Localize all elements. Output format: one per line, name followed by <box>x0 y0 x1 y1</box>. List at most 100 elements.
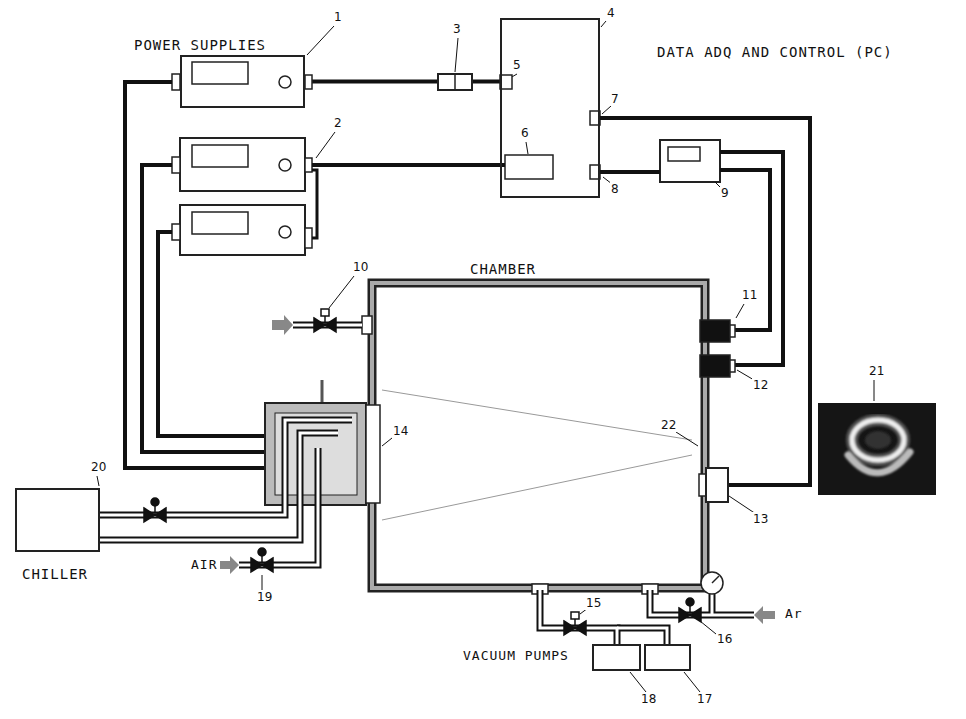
callout-number: 13 <box>752 512 769 526</box>
pressure-gauge <box>701 572 723 594</box>
connector <box>305 158 312 172</box>
callout-number: 17 <box>696 692 713 706</box>
callout-number: 19 <box>256 590 273 604</box>
inlet-arrows <box>220 315 775 624</box>
wire <box>600 170 660 174</box>
wire <box>720 152 783 365</box>
inline-connector <box>438 74 472 90</box>
cable-connectors <box>305 74 512 90</box>
callout-number: 4 <box>606 6 616 20</box>
chamber-wall <box>372 283 705 588</box>
wire <box>125 82 265 468</box>
connector <box>305 228 312 248</box>
pipe <box>100 433 338 540</box>
pipe <box>540 590 617 645</box>
wall-inner <box>372 283 705 588</box>
leader-lines <box>97 21 874 692</box>
flange <box>362 316 372 334</box>
controller-unit <box>660 140 720 182</box>
callout-number: 7 <box>610 92 620 106</box>
pipe <box>540 590 617 645</box>
display-window <box>192 212 248 234</box>
power-supply-unit <box>172 205 312 255</box>
valve-symbol <box>679 598 701 622</box>
pipe-inner <box>100 325 754 645</box>
callout-number: 10 <box>352 260 369 274</box>
chamber-ports <box>362 316 735 594</box>
callout-number: 15 <box>585 596 602 610</box>
callout-number: 9 <box>720 186 730 200</box>
camera <box>699 468 728 502</box>
window <box>366 405 380 503</box>
pipe <box>650 590 754 615</box>
pipe-outer <box>100 325 754 645</box>
connector-joint <box>454 74 456 90</box>
connector <box>172 74 180 90</box>
callout-number: 14 <box>392 424 409 438</box>
callout-number: 5 <box>512 58 522 72</box>
node-heading: POWER SUPPLIES <box>134 37 266 53</box>
pipe <box>650 590 754 615</box>
solenoid-valve-symbol <box>564 612 586 635</box>
inlet-arrow <box>220 556 239 574</box>
inlet-arrow <box>754 606 775 624</box>
inlet-arrow <box>272 315 293 335</box>
valve-symbol <box>144 498 166 522</box>
callout-number: 18 <box>640 692 657 706</box>
callout-number: 16 <box>716 632 733 646</box>
supply-box <box>180 138 305 191</box>
plasma-photo <box>818 403 936 495</box>
callout-number: 6 <box>520 126 530 140</box>
callout-number: 1 <box>333 10 343 24</box>
feedthrough <box>700 355 730 377</box>
camera-lens <box>699 474 706 496</box>
pipe <box>711 594 714 615</box>
power-supply-unit <box>172 138 312 191</box>
callout-number: 8 <box>610 182 620 196</box>
cone-line <box>382 390 692 440</box>
part-label: VACUUM PUMPS <box>462 648 570 664</box>
power-supply-details <box>172 62 291 90</box>
pc-ports <box>505 111 600 179</box>
power-supply-box: POWER SUPPLIES <box>180 55 305 108</box>
wire <box>142 165 265 452</box>
callout-number: 2 <box>333 116 343 130</box>
wire <box>312 163 505 167</box>
plasma-cone <box>382 390 692 520</box>
supply-box <box>180 205 305 255</box>
display-window <box>192 145 248 167</box>
display-window <box>192 62 248 84</box>
vacuum-chamber: CHAMBER <box>372 283 705 588</box>
knob <box>279 76 291 88</box>
knob <box>279 226 291 238</box>
callout-number: 21 <box>868 364 885 378</box>
pipe <box>617 628 667 645</box>
feedthrough <box>700 320 730 342</box>
part-label: AIR <box>190 557 218 573</box>
vacuum-pump <box>593 645 690 670</box>
node-heading: DATA ADQ AND CONTROL (PC) <box>657 44 893 60</box>
wire <box>158 232 265 436</box>
feedthrough-pin <box>730 360 735 372</box>
connector <box>172 157 180 173</box>
wire <box>720 170 770 330</box>
pipe <box>239 448 318 565</box>
wire <box>312 170 317 238</box>
display-window <box>668 147 700 161</box>
cone-line <box>382 455 692 520</box>
pipes <box>100 325 754 645</box>
valve-symbol <box>251 548 273 572</box>
feedthrough-pin <box>730 325 735 337</box>
node-heading: CHILLER <box>22 566 88 582</box>
pipe <box>100 433 338 540</box>
signal-cable <box>600 118 810 485</box>
pipe <box>709 594 716 615</box>
chiller-box: CHILLER <box>15 488 100 552</box>
solenoid-valve-symbol <box>314 309 336 332</box>
node-heading: CHAMBER <box>470 261 536 277</box>
torch-stack <box>321 380 324 403</box>
